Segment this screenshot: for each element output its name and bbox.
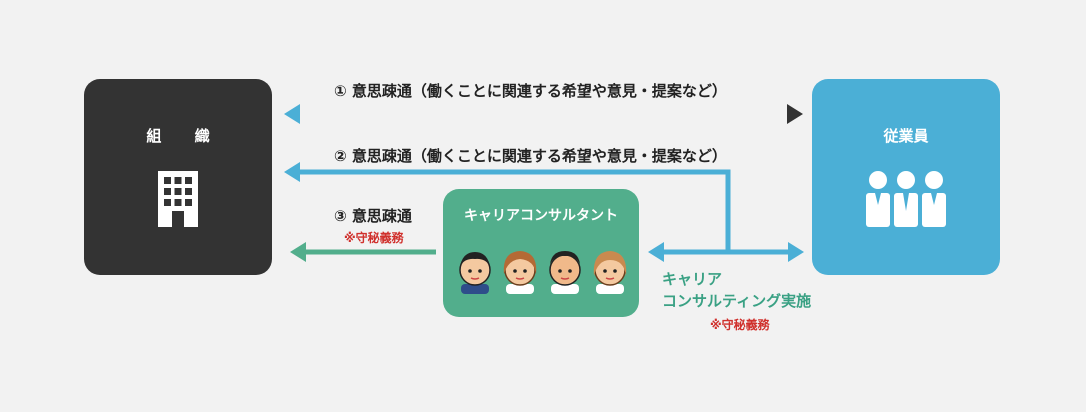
employee-box: 従業員 xyxy=(812,79,1000,275)
consultant-face-2 xyxy=(500,246,540,298)
employee-title: 従業員 xyxy=(883,127,929,145)
consultant-face-4 xyxy=(590,246,630,298)
consultant-face-3 xyxy=(545,246,585,298)
arrow-flow-2 xyxy=(284,162,731,252)
consultant-title: キャリアコンサルタント xyxy=(464,208,618,224)
arrow-flow-1 xyxy=(284,104,803,124)
flow-1-label: ① 意思疎通（働くことに関連する希望や意見・提案など） xyxy=(334,82,727,100)
flow-2-label: ② 意思疎通（働くことに関連する希望や意見・提案など） xyxy=(334,147,727,165)
arrow-career-consulting xyxy=(648,242,804,262)
consultant-face-1 xyxy=(455,246,495,298)
building-icon xyxy=(158,171,198,231)
people-icon xyxy=(864,171,948,231)
organization-title: 組 織 xyxy=(146,127,224,145)
arrow-flow-3 xyxy=(290,242,436,262)
organization-box: 組 織 xyxy=(84,79,272,275)
career-consulting-label-line1: キャリア xyxy=(662,270,723,288)
flow-3-label: ③ 意思疎通 xyxy=(334,207,412,225)
career-confidentiality-note: ※守秘義務 xyxy=(710,318,770,332)
flow-3-confidentiality-note: ※守秘義務 xyxy=(344,231,404,245)
career-consulting-label-line2: コンサルティング実施 xyxy=(662,292,812,310)
